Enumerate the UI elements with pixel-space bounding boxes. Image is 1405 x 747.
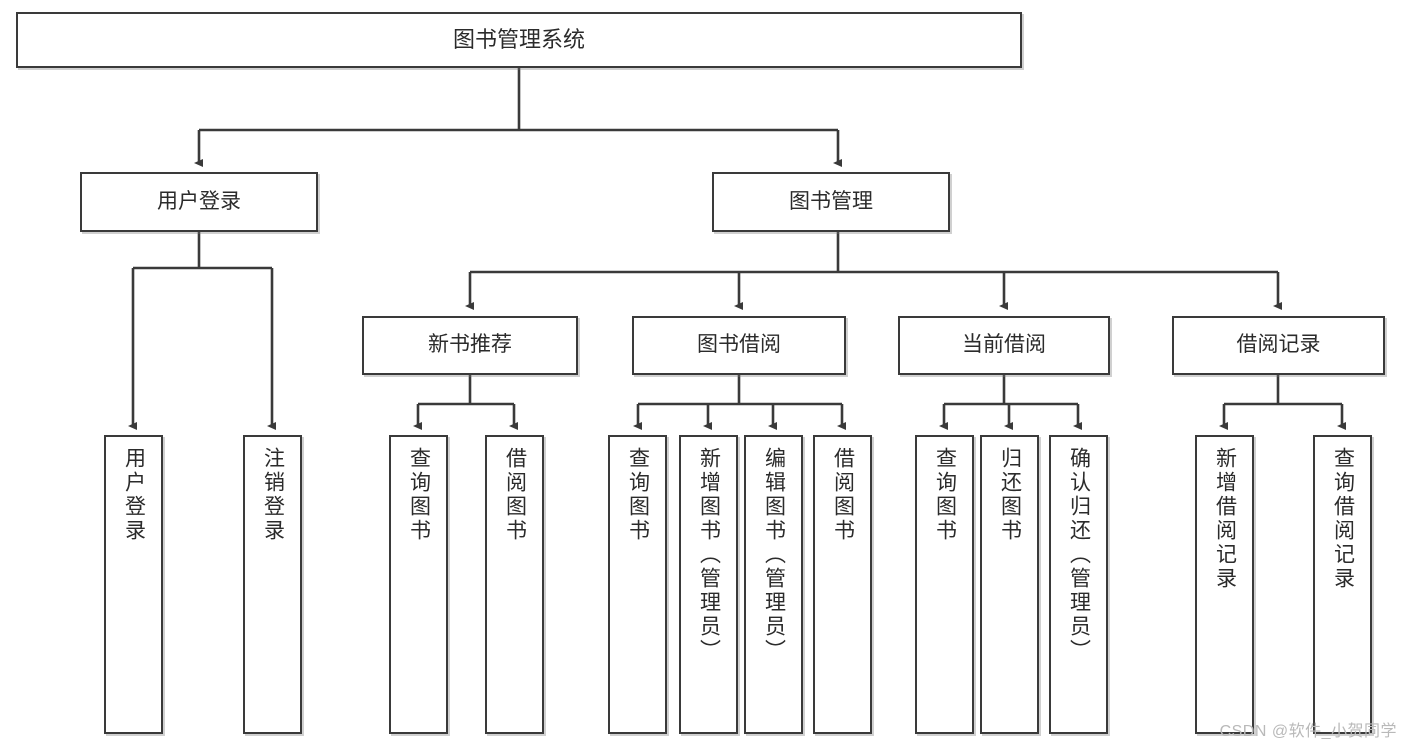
leaf-current-confirm-admin[interactable]: 确认归还（管理员）: [1049, 435, 1108, 734]
node-label: 图书管理系统: [452, 27, 585, 53]
node-label: 当前借阅: [962, 333, 1046, 357]
node-label: 图书管理: [789, 189, 873, 213]
node-label: 图书借阅: [697, 333, 781, 357]
node-book-management[interactable]: 图书管理: [712, 172, 950, 232]
node-book-borrow[interactable]: 图书借阅: [632, 316, 846, 375]
node-label: 新增图书（管理员）: [697, 447, 721, 663]
node-label: 查询图书: [407, 447, 431, 543]
node-new-book-recommend[interactable]: 新书推荐: [362, 316, 578, 375]
node-label: 借阅图书: [831, 447, 855, 543]
node-label: 编辑图书（管理员）: [762, 447, 786, 663]
leaf-current-query[interactable]: 查询图书: [915, 435, 974, 734]
node-label: 归还图书: [998, 447, 1022, 543]
leaf-record-add[interactable]: 新增借阅记录: [1195, 435, 1254, 734]
leaf-borrow-edit-admin[interactable]: 编辑图书（管理员）: [744, 435, 803, 734]
leaf-user-logout[interactable]: 注销登录: [243, 435, 302, 734]
leaf-record-query[interactable]: 查询借阅记录: [1313, 435, 1372, 734]
leaf-current-return[interactable]: 归还图书: [980, 435, 1039, 734]
leaf-borrow-add-admin[interactable]: 新增图书（管理员）: [679, 435, 738, 734]
node-current-borrow[interactable]: 当前借阅: [898, 316, 1110, 375]
node-borrow-record[interactable]: 借阅记录: [1172, 316, 1385, 375]
watermark-text: CSDN @软件_小贺同学: [1219, 723, 1397, 740]
node-label: 查询图书: [933, 447, 957, 543]
node-user-login[interactable]: 用户登录: [80, 172, 318, 232]
leaf-newbook-borrow[interactable]: 借阅图书: [485, 435, 544, 734]
leaf-borrow-query[interactable]: 查询图书: [608, 435, 667, 734]
node-label: 确认归还（管理员）: [1067, 447, 1091, 663]
node-label: 查询借阅记录: [1331, 447, 1355, 591]
node-label: 借阅图书: [503, 447, 527, 543]
node-root-system[interactable]: 图书管理系统: [16, 12, 1022, 68]
node-label: 注销登录: [261, 447, 285, 543]
leaf-user-login[interactable]: 用户登录: [104, 435, 163, 734]
node-label: 查询图书: [626, 447, 650, 543]
leaf-newbook-query[interactable]: 查询图书: [389, 435, 448, 734]
node-label: 用户登录: [122, 447, 146, 543]
node-label: 新书推荐: [428, 333, 512, 357]
node-label: 新增借阅记录: [1213, 447, 1237, 591]
node-label: 借阅记录: [1236, 333, 1321, 357]
leaf-borrow-borrow[interactable]: 借阅图书: [813, 435, 872, 734]
node-label: 用户登录: [157, 189, 241, 213]
